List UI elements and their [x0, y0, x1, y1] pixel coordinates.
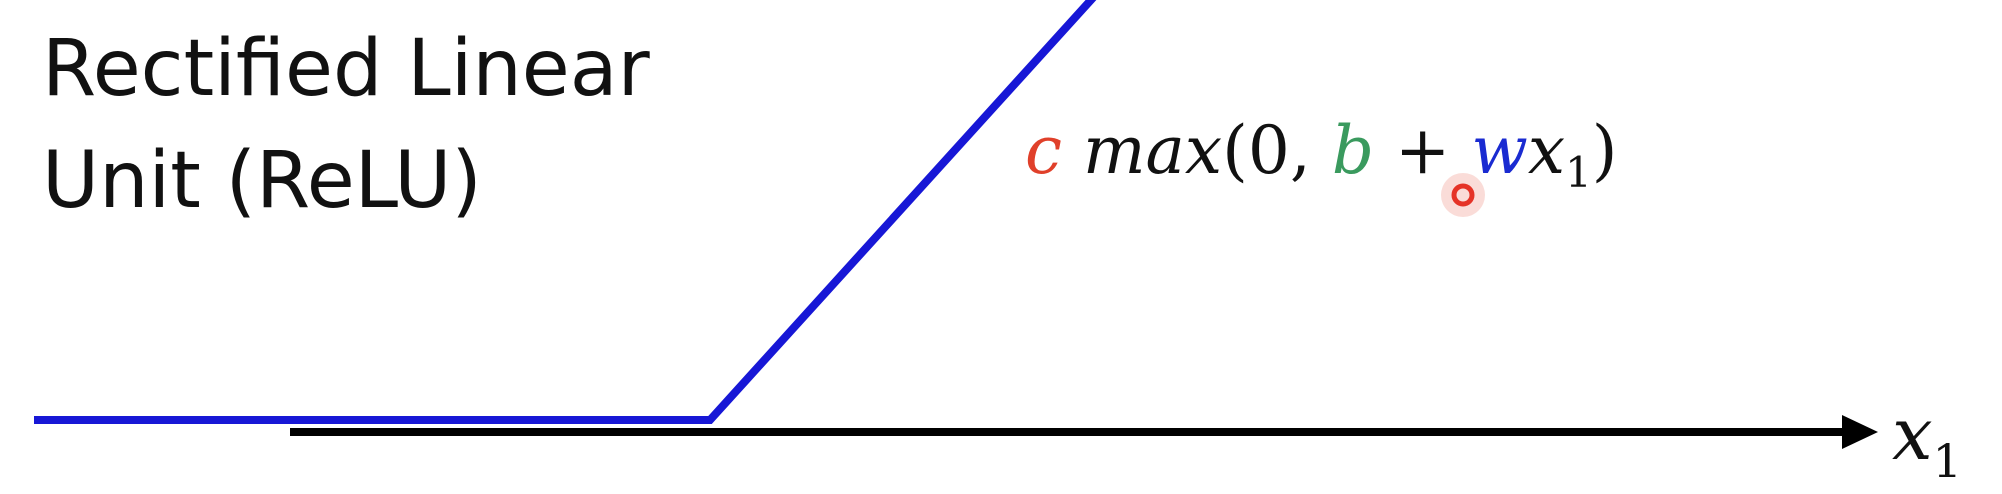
formula-c: c	[1025, 112, 1062, 189]
relu-formula: c max(0, b + wx1)	[1025, 118, 1618, 194]
formula-x: x	[1527, 112, 1566, 189]
formula-close-paren: )	[1591, 112, 1618, 189]
formula-max: max	[1082, 112, 1223, 189]
relu-curve	[34, 0, 1097, 424]
formula-plus: +	[1374, 112, 1472, 189]
formula-open-paren: (	[1222, 112, 1248, 189]
x-axis-arrowhead	[1842, 415, 1878, 449]
x-axis-label-x: x	[1892, 392, 1933, 476]
title-line-1: Rectified Linear	[42, 24, 650, 114]
cursor-indicator	[1441, 173, 1485, 217]
formula-b: b	[1331, 112, 1375, 189]
formula-x-subscript: 1	[1565, 148, 1592, 197]
title-line-2: Unit (ReLU)	[42, 136, 482, 226]
formula-zero: 0,	[1247, 112, 1332, 189]
x-axis-label: x1	[1892, 398, 1962, 484]
x-axis-label-subscript: 1	[1932, 434, 1962, 488]
formula-w: w	[1471, 112, 1528, 189]
